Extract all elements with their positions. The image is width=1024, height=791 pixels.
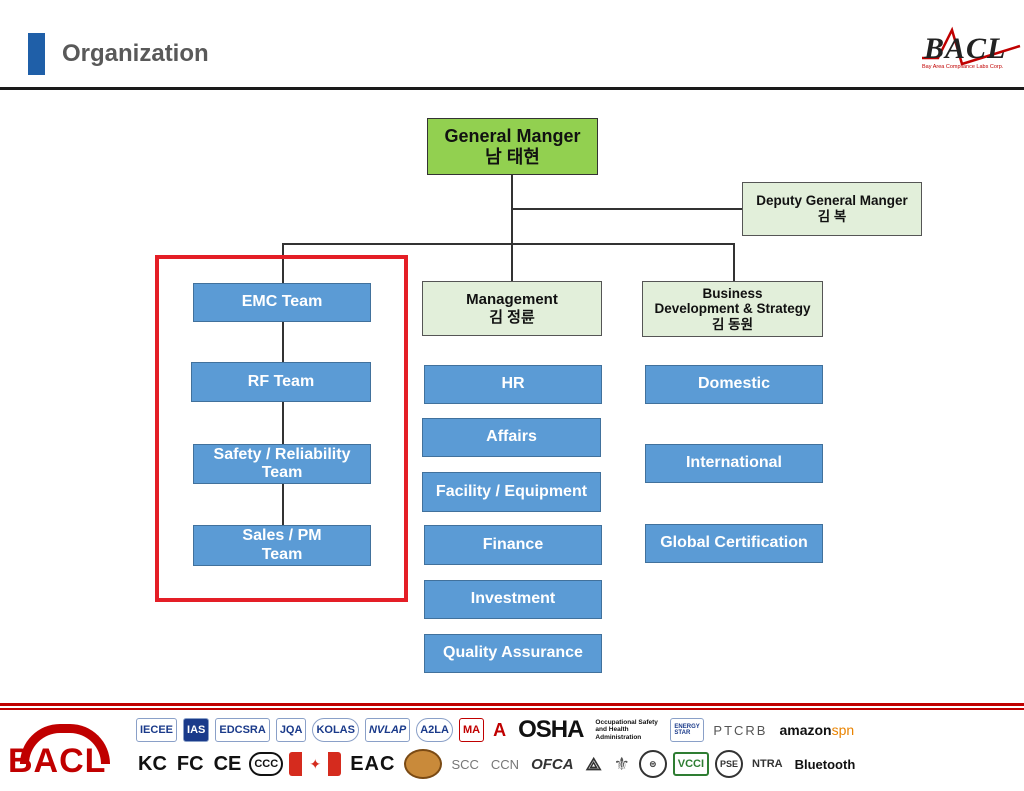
business-title-line2: Development & Strategy [654,301,811,317]
cert-logo-vcci: VCCI [672,752,710,776]
unit-box-domestic: Domestic [645,365,823,404]
cert-logo-ccn: CCN [490,756,520,772]
cert-logo-edcsra: EDCSRA [215,718,270,742]
unit-box-hr: HR [424,365,602,404]
deputy-manager-name: 김 복 [817,209,847,224]
general-manager-box: General Manger 남 태현 [427,118,598,175]
cert-logo-cma: MA [458,718,485,742]
connector-main-branch [282,243,735,245]
footer-divider [0,703,1024,706]
team-box-safety: Safety / Reliability Team [193,444,371,484]
cert-logo-kolas: KOLAS [312,718,359,742]
crest-icon: ⚜ [613,753,630,774]
cert-logo-bluetooth: Bluetooth [794,756,856,772]
title-accent-bar [28,33,45,75]
connector-gm-down [511,175,513,282]
unit-label: Quality Assurance [443,644,583,662]
unit-box-affairs: Affairs [422,418,601,457]
certification-row-2: KC FC CE CCC ✦ EAC SCC CCN OFCA ⟁ ⚜ ⊜ VC… [136,748,858,780]
unit-label: International [685,454,782,472]
connector-teams-down [282,243,284,283]
management-name: 김 정륜 [489,308,535,326]
unit-label: Affairs [486,428,537,446]
general-manager-name: 남 태현 [485,146,540,167]
amazon-spn-word: spn [831,722,855,738]
team-label-line2: Team [261,545,303,563]
cert-logo-ce: CE [213,752,242,775]
footer-bacl-logo: BACL [6,720,132,780]
general-manager-title: General Manger [444,125,581,146]
cert-logo-ofca: OFCA [531,755,574,773]
team-label: Sales / PM [242,527,322,545]
unit-box-finance: Finance [424,525,602,565]
page-title: Organization [62,40,209,67]
unit-label: Facility / Equipment [435,482,588,500]
team-label: RF Team [247,372,315,390]
unit-box-quality: Quality Assurance [424,634,602,673]
certification-row-1: IECEE IAS EDCSRA JQA KOLAS NVLAP A2LA MA… [136,716,857,744]
cert-logo-aosc: A [493,719,507,740]
cert-osha-caption: Occupational Safety and Health Administr… [595,719,658,741]
logo-swoosh-icon [922,26,1021,66]
footer-logo-wordmark: BACL [8,742,107,780]
unit-box-international: International [645,444,823,483]
cert-logo-a2la: A2LA [416,718,453,742]
cert-logo-osha: OSHA [518,716,584,743]
cert-logo-ntra: NTRA [752,758,783,770]
management-title: Management [466,291,558,309]
unit-label: Investment [470,590,556,608]
team-box-sales: Sales / PM Team [193,525,371,566]
header-divider [0,87,1024,90]
logo-wordmark: BACL [924,32,1007,65]
gold-seal-icon [404,749,443,779]
teams-highlight-frame [155,255,408,602]
unit-label: Domestic [697,375,771,393]
cert-logo-ccc: CCC [249,752,284,776]
rcm-mark-icon: ⟁ [585,753,602,774]
connector-business-down [733,243,735,283]
business-box: Business Development & Strategy 김 동원 [642,281,823,337]
canada-flag-icon: ✦ [289,752,342,776]
business-title-line1: Business [702,285,763,301]
business-name: 김 동원 [711,316,753,332]
amazon-word: amazon [779,722,832,738]
cert-logo-iecee: IECEE [136,718,178,742]
cert-logo-kc: KC [138,752,167,775]
bacl-logo: BACL Bay Area Compliance Labs Corp. [918,24,1024,78]
cert-logo-ptcrb: PTCRB [713,722,768,738]
cert-logo-ias: IAS [183,718,210,742]
unit-box-facility: Facility / Equipment [422,472,601,512]
deputy-manager-title: Deputy General Manger [756,193,908,209]
cert-logo-amazon-spn: amazon spn [776,718,857,742]
cert-logo-pse: PSE [715,750,744,778]
team-box-emc: EMC Team [193,283,371,322]
team-label: Safety / Reliability [213,445,351,463]
unit-label: Finance [482,535,544,553]
unit-label: HR [501,375,525,393]
unit-box-investment: Investment [424,580,602,619]
compliance-mark-icon: ⊜ [638,750,667,778]
cert-logo-fcc: FC [176,752,204,775]
team-label: EMC Team [241,293,323,311]
team-label-line2: Team [261,464,303,481]
deputy-manager-box: Deputy General Manger 김 복 [742,182,922,236]
cert-logo-scc: SCC [451,756,479,772]
logo-tagline: Bay Area Compliance Labs Corp. [922,64,1004,70]
cert-logo-eac: EAC [350,752,396,775]
footer-divider-thin [0,708,1024,710]
cert-logo-jqa: JQA [275,718,307,742]
connector-team-chain [282,322,284,526]
cert-logo-energy-star: ENERGY STAR [670,718,705,742]
management-box: Management 김 정륜 [422,281,602,336]
unit-box-global-cert: Global Certification [645,524,823,563]
unit-label: Global Certification [660,534,808,552]
team-box-rf: RF Team [191,362,371,402]
connector-deputy-branch [511,208,742,210]
cert-logo-nvlap: NVLAP [364,718,411,742]
